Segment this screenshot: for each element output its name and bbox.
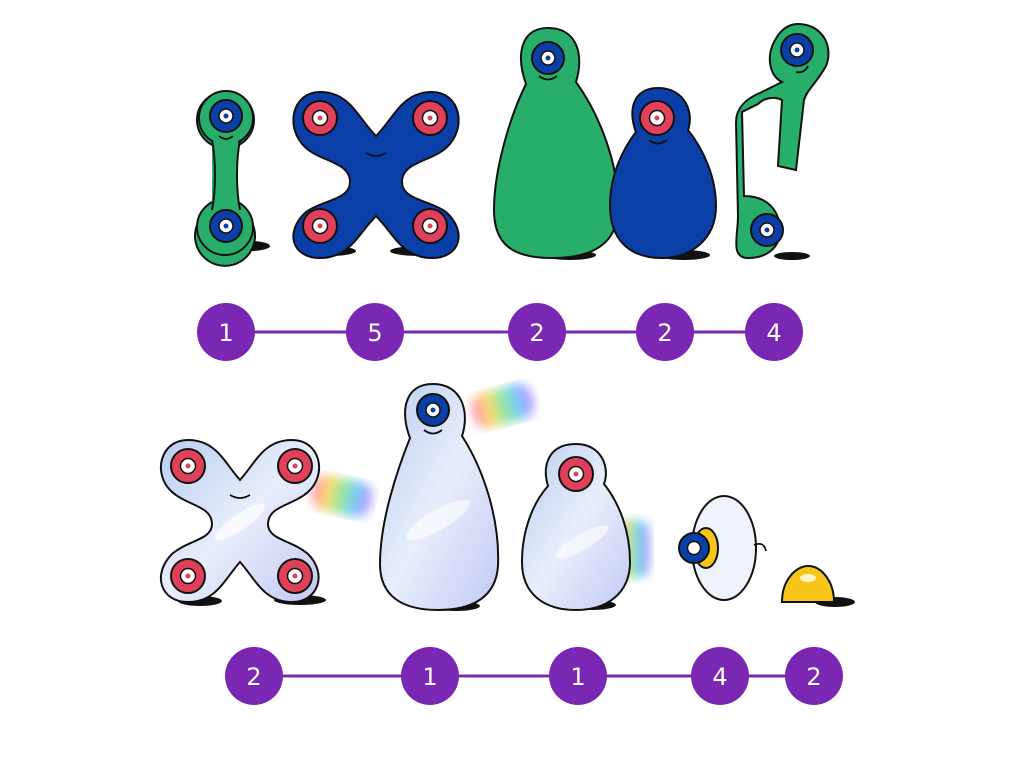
count-badge-label: 2 [529, 319, 544, 347]
yellow-dome-piece [780, 564, 855, 607]
count-badge: 4 [691, 647, 749, 705]
green-dumbbell-piece [194, 90, 270, 267]
count-badge: 2 [785, 647, 843, 705]
glass-x-spinner-piece [159, 438, 373, 606]
count-badge-label: 5 [367, 319, 382, 347]
count-badge-label: 1 [570, 663, 585, 691]
count-badge-label: 2 [657, 319, 672, 347]
glass-egg-blob-piece [520, 442, 650, 612]
count-badge-label: 4 [766, 319, 781, 347]
count-badge-label: 2 [246, 663, 261, 691]
count-badge: 2 [508, 303, 566, 361]
count-badge-label: 1 [218, 319, 233, 347]
count-badge-circle [508, 303, 566, 361]
top-count-timeline: 1 5 2 2 4 [197, 303, 803, 361]
count-badge: 5 [346, 303, 404, 361]
blue-x-spinner-piece [292, 90, 460, 260]
count-badge: 4 [745, 303, 803, 361]
count-badge: 1 [197, 303, 255, 361]
count-badge-circle [745, 303, 803, 361]
green-tall-blob-piece [492, 26, 620, 260]
count-badge-circle [401, 647, 459, 705]
glass-tall-blob-piece [378, 382, 535, 612]
count-badge-circle [636, 303, 694, 361]
green-twisted-stick-piece [734, 22, 830, 260]
count-badge-circle [346, 303, 404, 361]
count-badge-label: 1 [422, 663, 437, 691]
count-badge-circle [785, 647, 843, 705]
bottom-count-timeline: 2 1 1 4 2 [225, 647, 843, 705]
blue-egg-blob-piece [608, 86, 718, 260]
count-badge-label: 4 [712, 663, 727, 691]
count-badge-circle [691, 647, 749, 705]
count-badge-circle [225, 647, 283, 705]
count-badge-circle [549, 647, 607, 705]
count-badge: 2 [225, 647, 283, 705]
count-badge-circle [197, 303, 255, 361]
count-badge: 2 [636, 303, 694, 361]
suction-cup-piece [678, 495, 767, 601]
count-badge: 1 [549, 647, 607, 705]
count-badge-label: 2 [806, 663, 821, 691]
count-badge: 1 [401, 647, 459, 705]
